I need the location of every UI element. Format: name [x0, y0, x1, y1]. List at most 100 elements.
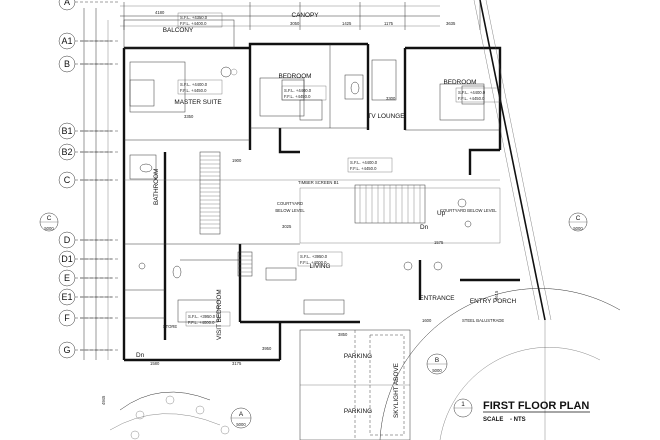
dim-3300: 3300 [386, 96, 396, 101]
dim-1580: 1580 [150, 361, 160, 366]
dim-3050: 3050 [290, 21, 300, 26]
svg-text:F: F [64, 313, 70, 323]
room-label-entry-porch: ENTRY PORCH [470, 298, 517, 305]
svg-text:S.F.L. +4400.0: S.F.L. +4400.0 [458, 90, 486, 95]
stair-dn-label: Dn [420, 224, 429, 231]
note-courtyard-right: COURTYARD BELOW LEVEL [440, 208, 497, 213]
level-tag-master: S.F.L. +4400.0 F.F.L. +4450.0 [177, 79, 223, 95]
svg-text:C: C [47, 215, 52, 222]
scale-value: - NTS [510, 417, 526, 423]
room-label-parking-1: PARKING [344, 353, 372, 360]
svg-text:F.F.L. +4400.0: F.F.L. +4400.0 [180, 21, 207, 26]
dim-3950: 3950 [262, 346, 272, 351]
dim-3025: 3025 [282, 224, 292, 229]
section-marker-a-bottom: A 5000 [230, 407, 252, 429]
level-tag-lounge: S.F.L. +4400.0 F.F.L. +4450.0 [347, 157, 393, 173]
room-label-tv-lounge: TV LOUNGE [368, 113, 405, 120]
dim-3350: 3350 [184, 114, 194, 119]
svg-text:F.F.L. +4450.0: F.F.L. +4450.0 [180, 88, 207, 93]
dim-3635: 3635 [446, 21, 456, 26]
title-block: 1 FIRST FLOOR PLAN SCALE - NTS [453, 398, 590, 423]
level-tag-bedroom: S.F.L. +4400.0 F.F.L. +4450.0 [281, 85, 327, 101]
dim-1600: 1600 [422, 318, 432, 323]
svg-text:A: A [239, 411, 244, 418]
dim-3850: 3850 [338, 332, 348, 337]
svg-text:F.F.L. +4450.0: F.F.L. +4450.0 [284, 94, 311, 99]
parking-area [299, 329, 411, 440]
level-tag-visit: S.F.L. +3950.0 F.F.L. +4000.0 [185, 311, 231, 327]
svg-text:C: C [64, 175, 71, 185]
dim-1425: 1425 [342, 21, 352, 26]
dim-1175: 1175 [384, 21, 394, 26]
svg-text:5000: 5000 [573, 226, 583, 231]
room-label-living: LIVING [310, 263, 331, 270]
room-label-skylight: SKYLIGHT ABOVE [393, 363, 400, 418]
svg-text:E: E [64, 273, 70, 283]
room-label-balcony: BALCONY [163, 27, 194, 34]
drawing-title: FIRST FLOOR PLAN [483, 400, 589, 412]
dim-1900: 1900 [232, 158, 242, 163]
interior-partitions [123, 19, 501, 319]
room-label-bedroom-1: BEDROOM [278, 73, 311, 80]
left-dimension-chain [80, 8, 112, 360]
svg-text:B: B [435, 357, 439, 364]
dim-3175: 3175 [232, 361, 242, 366]
note-steel-balustrade: STEEL BALUSTRADE [462, 318, 504, 323]
top-dimension-chain: 4180 [120, 2, 481, 30]
level-tag-bedroom-right: S.F.L. +4400.0 F.F.L. +4450.0 [455, 87, 501, 103]
level-tag-living: S.F.L. +3950.0 F.F.L. +4000.0 [297, 251, 343, 267]
svg-text:5000: 5000 [236, 422, 246, 427]
svg-text:S.F.L. +4400.0: S.F.L. +4400.0 [350, 160, 378, 165]
svg-text:F.F.L. +4000.0: F.F.L. +4000.0 [188, 320, 215, 325]
svg-text:A: A [64, 0, 70, 7]
note-timber-screen: TIMBER SCREEN B1 [298, 180, 339, 185]
room-label-bedroom-2: BEDROOM [443, 79, 476, 86]
svg-text:S.F.L. +3950.0: S.F.L. +3950.0 [188, 314, 216, 319]
svg-text:4180: 4180 [155, 10, 165, 15]
level-tag-balcony: S.F.L. +4350.0 F.F.L. +4400.0 [177, 12, 223, 28]
room-label-canopy: CANOPY [292, 12, 320, 19]
property-boundary [473, 0, 552, 440]
section-marker-b-bottom: B 5000 [426, 353, 448, 375]
dim-1575: 1575 [434, 240, 444, 245]
svg-text:F.F.L. +4000.0: F.F.L. +4000.0 [300, 260, 327, 265]
svg-text:D: D [64, 235, 71, 245]
svg-text:F.F.L. +4450.0: F.F.L. +4450.0 [350, 166, 377, 171]
room-label-bathroom: BATHROOM [153, 169, 160, 205]
svg-text:A1: A1 [61, 36, 72, 46]
svg-text:F.F.L. +4450.0: F.F.L. +4450.0 [458, 96, 485, 101]
landscape-arcs [109, 288, 621, 440]
room-label-visit-bedroom: VISIT BEDROOM [216, 289, 223, 340]
room-label-entrance: ENTRANCE [419, 295, 454, 302]
scale-label: SCALE [483, 417, 503, 423]
svg-text:S.F.L. +3950.0: S.F.L. +3950.0 [300, 254, 328, 259]
stair-hatching [199, 151, 426, 277]
svg-text:G: G [63, 345, 70, 355]
section-marker-c-left: C 5000 [39, 212, 59, 232]
room-label-store: STORE [163, 324, 178, 329]
grid-bubble-a: A [58, 0, 120, 11]
svg-text:B2: B2 [61, 147, 72, 157]
svg-text:S.F.L. +4400.0: S.F.L. +4400.0 [284, 88, 312, 93]
svg-text:B: B [64, 59, 70, 69]
stair-up-label: Up [437, 210, 446, 217]
svg-text:5000: 5000 [44, 226, 54, 231]
svg-text:S.F.L. +4400.0: S.F.L. +4400.0 [180, 82, 208, 87]
courtyard-below-level-note: BELOW LEVEL [275, 208, 305, 213]
svg-text:D1: D1 [61, 254, 73, 264]
room-label-courtyard: COURTYARD [277, 201, 303, 206]
grid-axis-labels: A A1 B B1 B2 C D D1 E E1 F G [58, 0, 120, 359]
section-marker-c-right: C 5000 [568, 212, 588, 232]
sheet-number: 1 [461, 401, 465, 408]
dim-3615: 3615 [494, 290, 499, 300]
svg-text:B1: B1 [61, 126, 72, 136]
room-label-parking-2: PARKING [344, 408, 372, 415]
dim-4945: 4945 [101, 395, 106, 405]
room-label-master-suite: MASTER SUITE [174, 99, 221, 106]
stair-dn-label-2: Dn [136, 352, 145, 359]
svg-text:E1: E1 [61, 292, 72, 302]
svg-text:5000: 5000 [432, 368, 442, 373]
svg-text:C: C [576, 215, 581, 222]
svg-text:S.F.L. +4350.0: S.F.L. +4350.0 [180, 15, 208, 20]
